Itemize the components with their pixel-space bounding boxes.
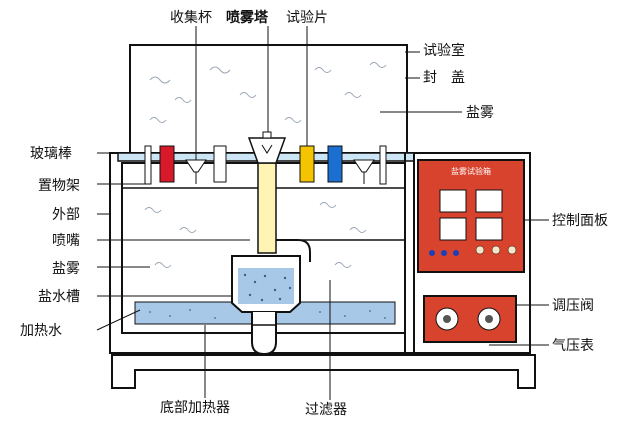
label-glass-rod: 玻璃棒: [30, 145, 72, 162]
base-stand: [111, 354, 536, 389]
label-brine-tank: 盐水槽: [38, 289, 80, 305]
label-spray-tower: 喷雾塔: [226, 9, 269, 26]
label-control-panel: 控制面板: [552, 213, 608, 229]
label-rack: 置物架: [38, 178, 80, 194]
fog-squiggles-chamber: [144, 202, 367, 268]
label-salt-fog-top: 盐雾: [466, 105, 494, 121]
sample-red: [159, 145, 175, 183]
label-chamber-lid-2: 封 盖: [423, 70, 465, 86]
drain-pipe: [251, 312, 277, 356]
label-pressure-gauge: 气压表: [552, 338, 594, 354]
label-salt-fog-left: 盐雾: [52, 261, 80, 277]
label-heating-water: 加热水: [20, 323, 62, 339]
panel-title: 盐雾试验箱: [451, 166, 491, 176]
collector-cup-left: [185, 159, 207, 173]
label-outer: 外部: [52, 207, 80, 223]
label-bottom-heater: 底部加热器: [160, 400, 230, 416]
label-filter: 过滤器: [305, 402, 347, 418]
collector-cup-right: [353, 159, 375, 173]
sample-white: [213, 145, 227, 183]
sample-yellow: [299, 145, 315, 183]
sample-blue: [327, 145, 343, 183]
fog-squiggles-lid: [149, 62, 387, 123]
spray-tower-head: [247, 137, 287, 164]
label-test-piece: 试验片: [286, 10, 328, 26]
label-nozzle: 喷嘴: [52, 233, 80, 249]
label-collector-cup: 收集杯: [170, 9, 212, 26]
control-panel: [417, 159, 525, 273]
label-chamber-lid: 试验室: [423, 42, 465, 59]
spray-tower: [257, 162, 277, 254]
label-pressure-valve: 调压阀: [552, 298, 594, 314]
